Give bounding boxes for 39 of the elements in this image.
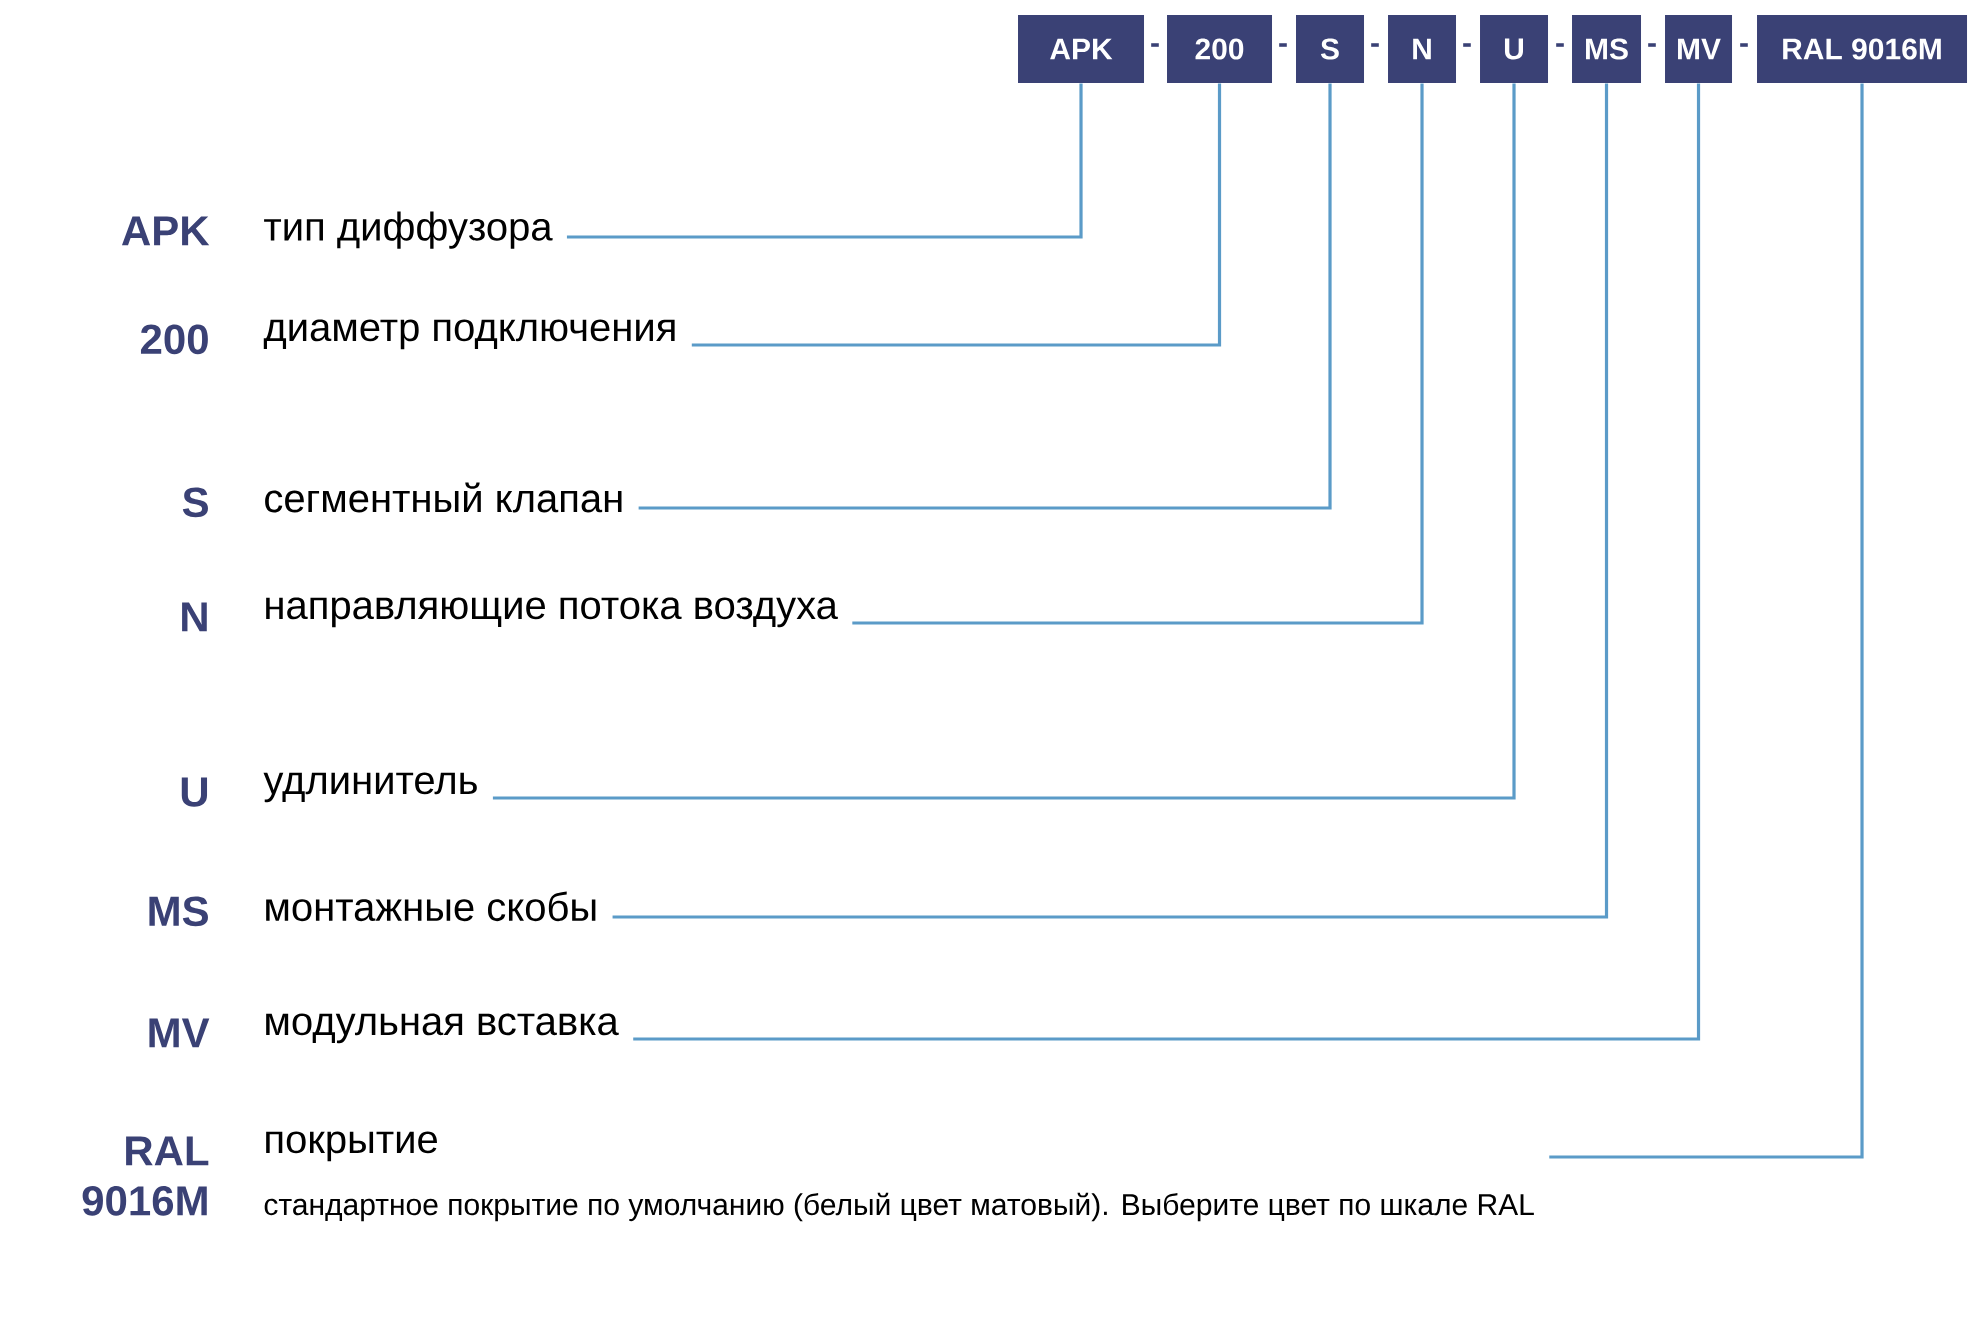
code-box: RAL 9016M [1757, 15, 1967, 83]
leader-line [492, 83, 1516, 800]
code-box: N [1388, 15, 1456, 83]
code-letter: S [182, 487, 208, 518]
description-text: модульная вставка [266, 1013, 619, 1044]
separator-dash: - [1740, 43, 1748, 47]
separator-dash: - [1463, 43, 1471, 47]
description-text: сегментный клапан [265, 482, 622, 513]
description-text: направляющие потока воздуха [266, 597, 838, 628]
code-letter: 200 [140, 324, 208, 355]
code-letter: MS [149, 896, 208, 927]
description-text: монтажные скобы [266, 891, 596, 922]
code-box: U [1480, 15, 1548, 83]
description-text: тип диффузора [264, 211, 553, 249]
separator-dash: - [1556, 43, 1564, 47]
code-letter: APK [121, 216, 210, 246]
code-letter: U [181, 777, 208, 807]
code-box: S [1296, 15, 1364, 83]
leader-line [612, 83, 1609, 919]
description-text: покрытие стандартное покрытие по умолчанию (белый цвет матовый). Выберите цвет по шкале RAL [264, 1131, 1534, 1222]
separator-dash: - [1279, 43, 1287, 47]
leader-line [633, 83, 1701, 1041]
code-letter: RAL 9016M [82, 1136, 209, 1216]
leader-line [566, 83, 1083, 239]
leader-line [638, 83, 1332, 510]
separator-dash: - [1151, 43, 1159, 47]
code-box: 200 [1167, 15, 1272, 83]
separator-dash: - [1371, 43, 1379, 47]
code-letter: N [182, 602, 207, 632]
description-text: диаметр подключения [263, 319, 675, 350]
code-box: MV [1665, 15, 1732, 83]
leader-line [852, 83, 1424, 625]
description-text: удлинитель [263, 772, 477, 803]
code-box: MS [1572, 15, 1641, 83]
leader-line [691, 83, 1222, 347]
code-box: APK [1018, 15, 1144, 83]
separator-dash: - [1648, 43, 1656, 47]
leader-line [1549, 83, 1864, 1159]
code-letter: MV [149, 1018, 210, 1048]
